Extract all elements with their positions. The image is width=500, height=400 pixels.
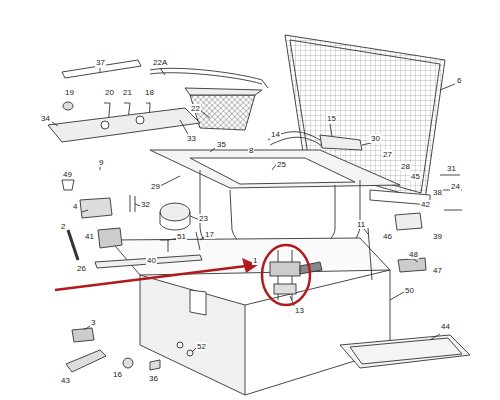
callout-number: 27: [382, 150, 393, 159]
callout-number: 2: [60, 222, 66, 231]
callout-number: 48: [408, 250, 419, 259]
callout-number: 43: [60, 376, 71, 385]
callout-number: 39: [432, 232, 443, 241]
callout-number: 37: [95, 58, 106, 67]
callout-number: 31: [446, 164, 457, 173]
callout-number: 19: [64, 88, 75, 97]
callout-number: 24: [450, 182, 461, 191]
callout-number: 36: [148, 374, 159, 383]
callout-number: 23: [198, 214, 209, 223]
callout-number: 40: [146, 256, 157, 265]
callout-number: 50: [404, 286, 415, 295]
callout-number: 11: [356, 220, 366, 229]
callout-number: 34: [40, 114, 51, 123]
callout-number: 22A: [152, 58, 168, 67]
callout-number: 33: [186, 134, 197, 143]
callout-number: 46: [382, 232, 393, 241]
callout-number: 44: [440, 322, 451, 331]
callout-number: 15: [326, 114, 337, 123]
callout-number: 1: [252, 256, 258, 265]
callout-number: 47: [432, 266, 443, 275]
callout-number: 16: [112, 370, 123, 379]
callout-number: 14: [270, 130, 281, 139]
callout-number: 22: [190, 104, 201, 113]
callout-number: 32: [140, 200, 151, 209]
callout-number: 35: [216, 140, 227, 149]
callout-number: 9: [98, 158, 104, 167]
callout-number: 52: [196, 342, 207, 351]
callout-number: 29: [150, 182, 161, 191]
callout-number: 13: [294, 306, 305, 315]
callout-number: 8: [248, 146, 254, 155]
callout-number: 41: [84, 232, 95, 241]
callout-number: 3: [90, 318, 96, 327]
callout-number: 30: [370, 134, 381, 143]
callout-number: 20: [104, 88, 115, 97]
callout-number: 38: [432, 188, 443, 197]
callout-number: 21: [122, 88, 133, 97]
callout-number: 4: [72, 202, 78, 211]
callout-number: 51: [176, 232, 187, 241]
callout-number: 26: [76, 264, 87, 273]
callout-number: 18: [144, 88, 155, 97]
callout-number: 25: [276, 160, 287, 169]
highlight-callout: [55, 245, 310, 305]
callout-number: 28: [400, 162, 411, 171]
callout-number: 17: [204, 230, 215, 239]
callout-number: 49: [62, 170, 73, 179]
callout-number: 6: [456, 76, 462, 85]
callout-number: 42: [420, 200, 431, 209]
callout-number: 45: [410, 172, 421, 181]
